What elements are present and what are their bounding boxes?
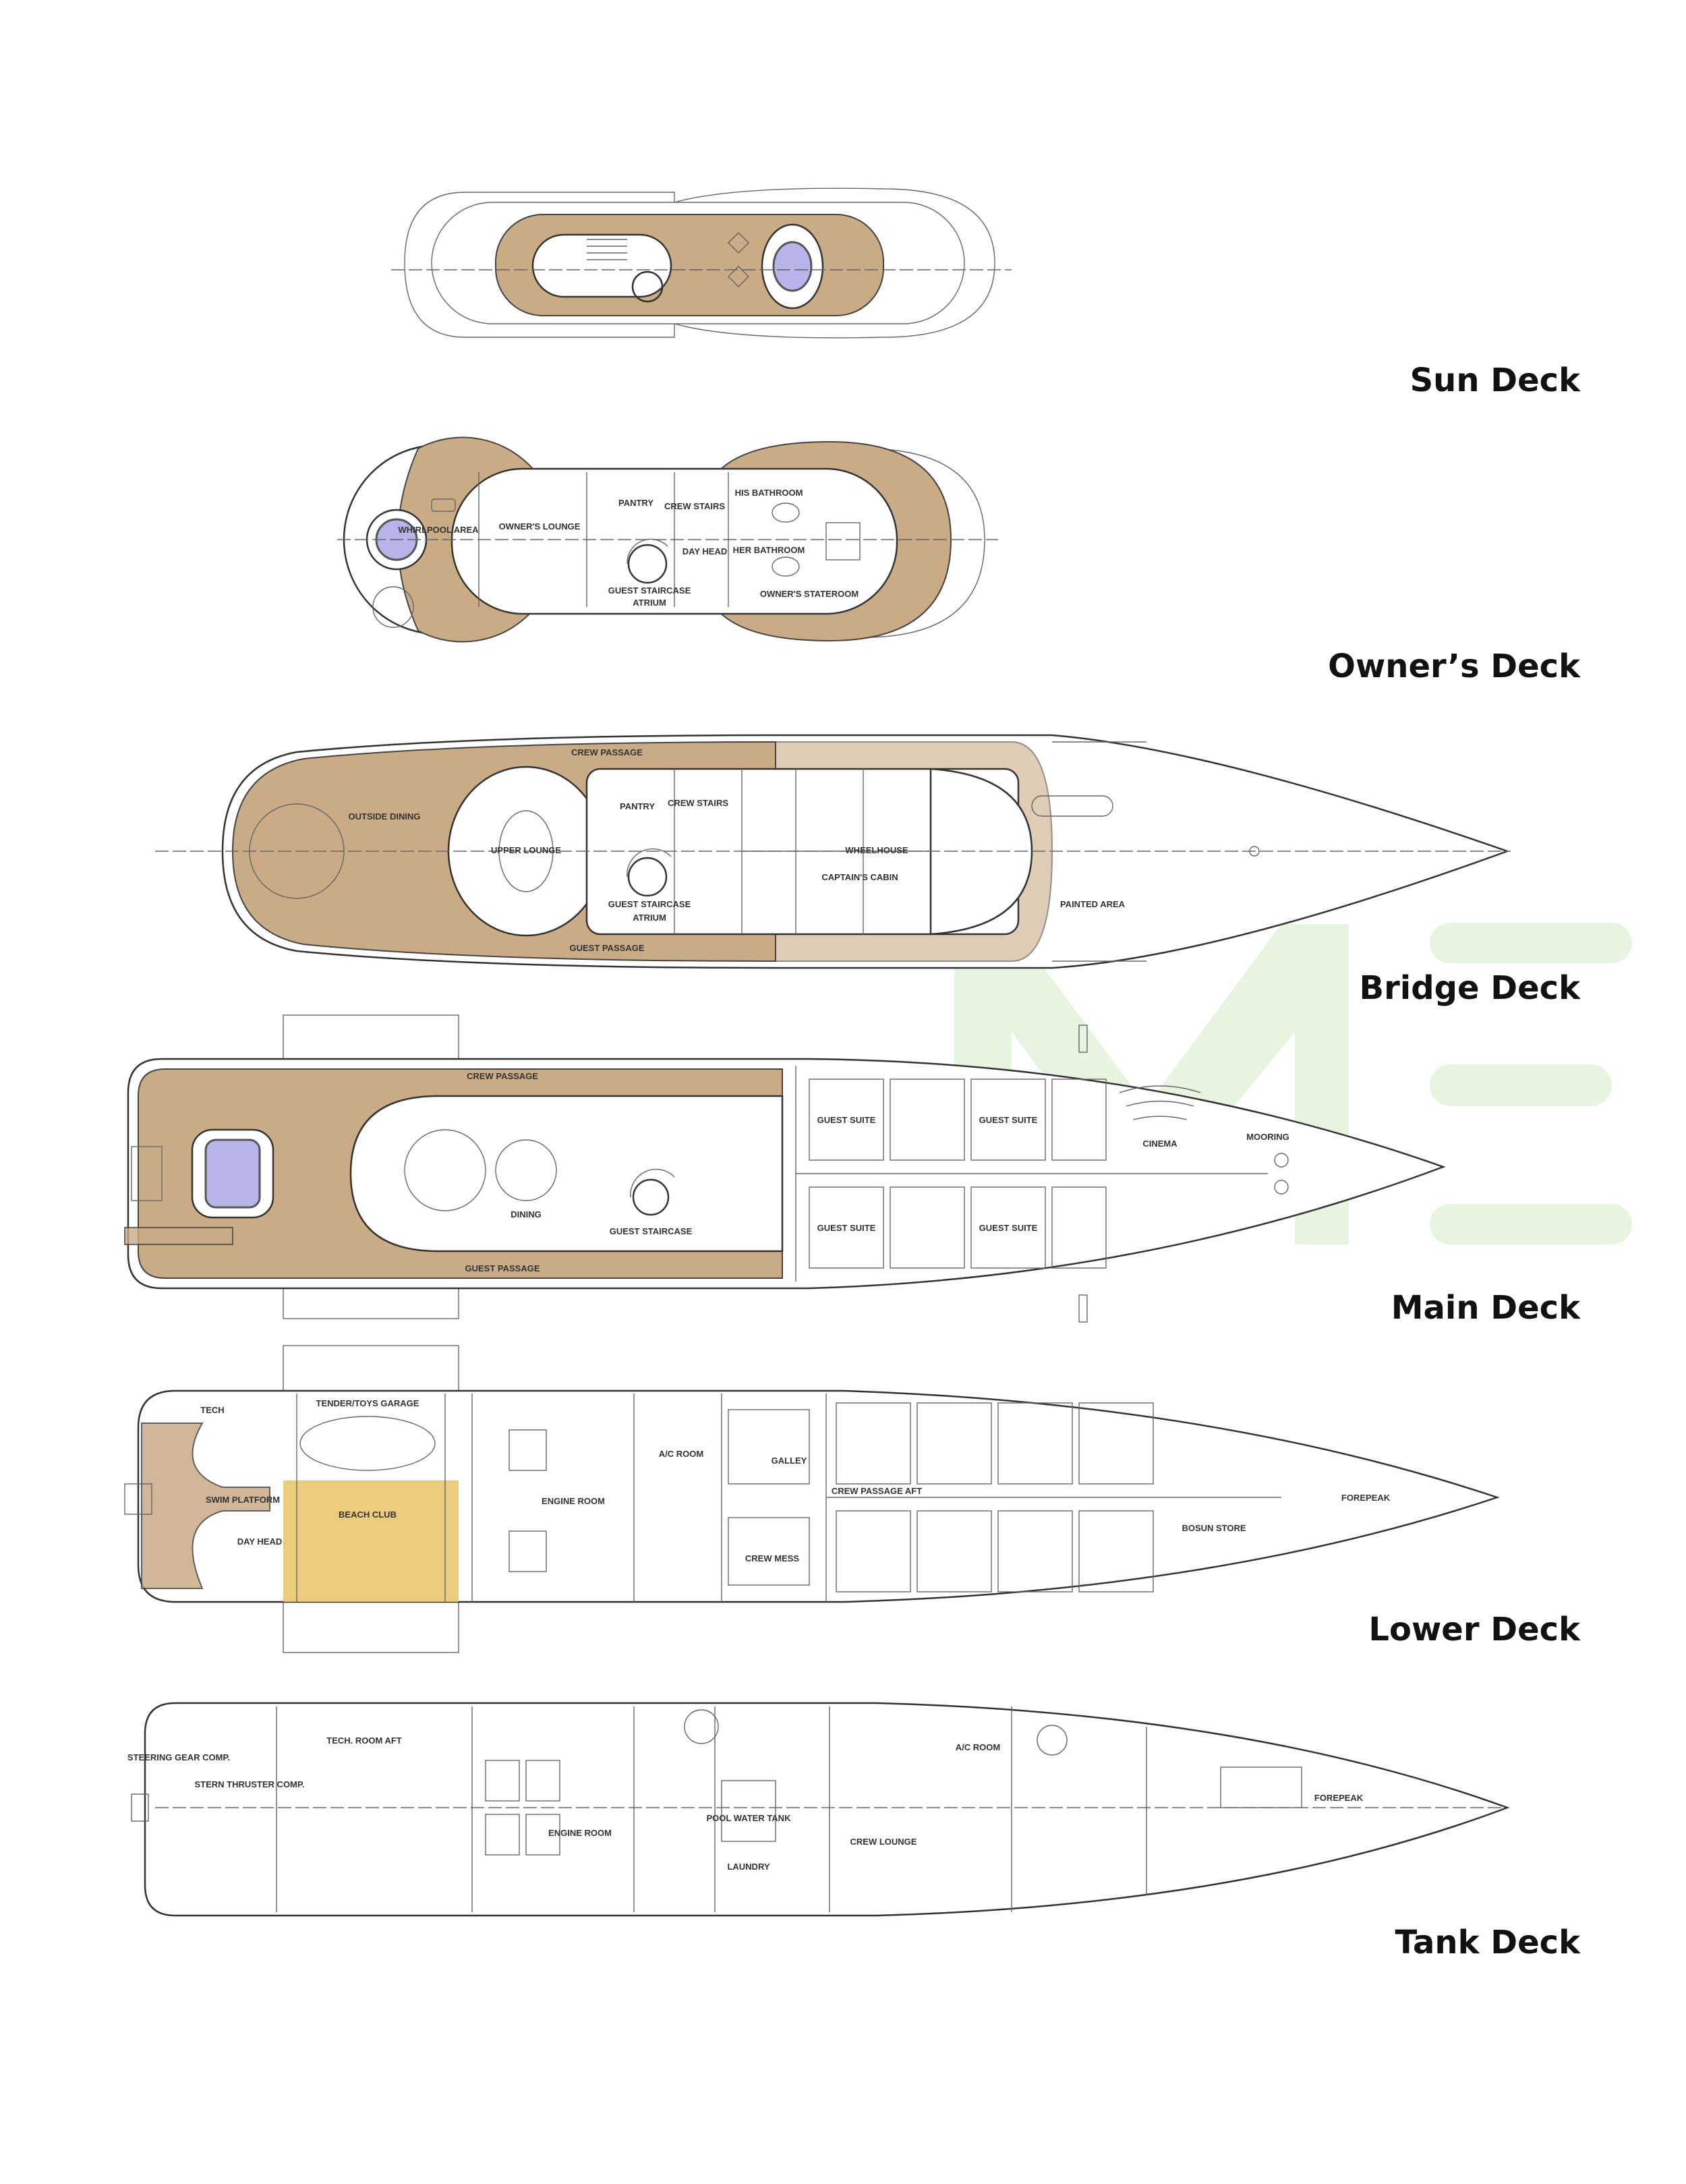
room-label: CAPTAIN'S CABIN [821,872,898,882]
room-label: DINING [511,1209,542,1219]
room-label: CREW PASSAGE AFT [832,1486,922,1496]
room-label: POOL WATER TANK [707,1813,792,1823]
room-label: OUTSIDE DINING [349,811,421,822]
room-label: FOREPEAK [1341,1493,1391,1503]
room-label: ENGINE ROOM [542,1496,605,1506]
room-label: GUEST SUITE [817,1115,876,1125]
room-label: WHIRLPOOL AREA [398,525,479,535]
deck-title-sun: Sun Deck [1410,362,1581,399]
room-label: HER BATHROOM [733,545,805,555]
room-label: BEACH CLUB [339,1510,397,1520]
room-label: DAY HEAD [237,1536,282,1547]
room-label: OWNER'S LOUNGE [499,521,581,531]
room-label: TECH [200,1405,224,1415]
room-label: CREW PASSAGE [467,1071,538,1081]
room-label: GUEST SUITE [817,1223,876,1233]
room-label: GUEST STAIRCASE [608,585,691,596]
room-label: STERN THRUSTER COMP. [195,1779,305,1789]
main-deck-plan: CREW PASSAGE DINING GUEST STAIRCASE GUES… [124,1014,1446,1323]
room-label: BOSUN STORE [1182,1523,1246,1533]
room-label: A/C ROOM [956,1742,1000,1752]
room-label: CREW STAIRS [664,501,725,511]
room-label: GALLEY [772,1456,807,1466]
room-label: LAUNDRY [727,1862,769,1872]
room-label: A/C ROOM [659,1449,703,1459]
deck-title-tank: Tank Deck [1395,1924,1581,1961]
room-label: PANTRY [620,801,655,811]
room-label: TENDER/TOYS GARAGE [316,1398,419,1408]
tank-deck-plan: STEERING GEAR COMP. STERN THRUSTER COMP.… [127,1702,1510,1917]
room-label: GUEST SUITE [979,1223,1038,1233]
room-label: ENGINE ROOM [548,1828,612,1838]
room-label: UPPER LOUNGE [491,845,561,855]
lower-deck-plan: TENDER/TOYS GARAGE SWIM PLATFORM BEACH C… [124,1345,1500,1653]
room-label: FOREPEAK [1314,1793,1364,1803]
room-label: ATRIUM [633,598,666,608]
bridge-deck-plan: CREW PASSAGE OUTSIDE DINING UPPER LOUNGE… [155,734,1511,969]
room-label: HIS BATHROOM [735,488,803,498]
room-label: DAY HEAD [682,546,727,556]
room-label: ATRIUM [633,913,666,923]
room-label: GUEST PASSAGE [569,943,644,953]
room-label: CINEMA [1142,1139,1178,1149]
watermark-logo [954,923,1632,1244]
room-label: CREW MESS [745,1553,800,1563]
room-label: STEERING GEAR COMP. [127,1752,230,1762]
room-label: TECH. ROOM AFT [326,1735,402,1746]
room-label: PANTRY [618,498,653,508]
room-label: PAINTED AREA [1060,899,1126,909]
sun-deck-pool [772,241,813,292]
deck-title-owners: Owner’s Deck [1328,648,1581,685]
room-label: GUEST STAIRCASE [608,899,691,909]
owners-deck-plan: WHIRLPOOL AREA OWNER'S LOUNGE PANTRY CRE… [337,436,998,643]
room-label: OWNER'S STATEROOM [760,589,859,599]
room-label: GUEST STAIRCASE [610,1226,693,1236]
deck-title-main: Main Deck [1391,1289,1581,1327]
beach-club-area [283,1481,459,1602]
room-label: GUEST SUITE [979,1115,1038,1125]
deck-title-lower: Lower Deck [1368,1611,1581,1648]
room-label: MOORING [1246,1132,1289,1142]
main-deck-pool [204,1139,261,1209]
room-label: CREW PASSAGE [571,747,643,757]
room-label: WHEELHOUSE [845,845,908,855]
room-label: CREW STAIRS [668,798,728,808]
deck-title-bridge: Bridge Deck [1360,969,1581,1007]
room-label: SWIM PLATFORM [206,1495,280,1505]
sun-deck-plan [391,188,1012,339]
room-label: GUEST PASSAGE [465,1263,540,1273]
room-label: CREW LOUNGE [850,1837,917,1847]
